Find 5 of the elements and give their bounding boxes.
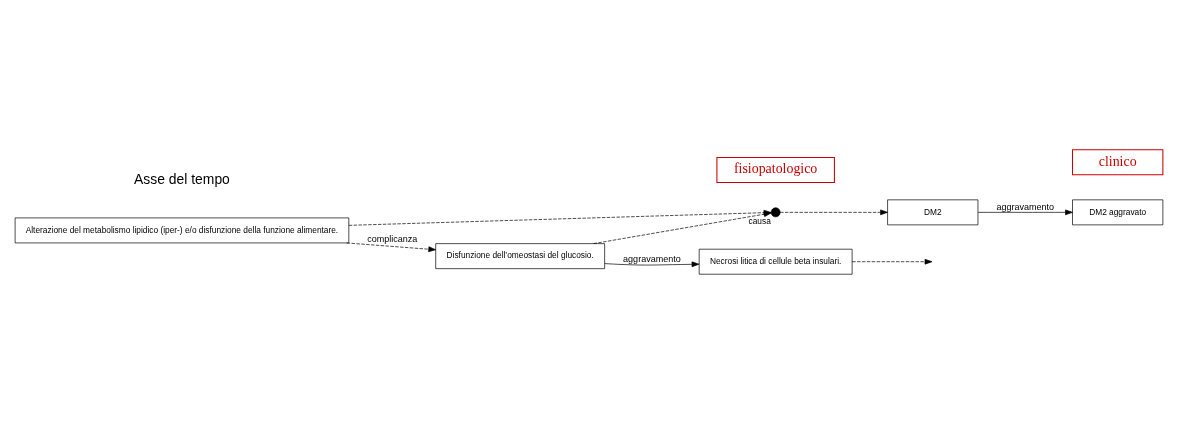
edge-label: aggravamento (996, 201, 1055, 212)
edge-label: aggravamento (623, 253, 681, 264)
label: Asse del tempo (134, 170, 230, 187)
edge-label: complicanza (367, 233, 418, 244)
node-label: causa (748, 215, 771, 226)
